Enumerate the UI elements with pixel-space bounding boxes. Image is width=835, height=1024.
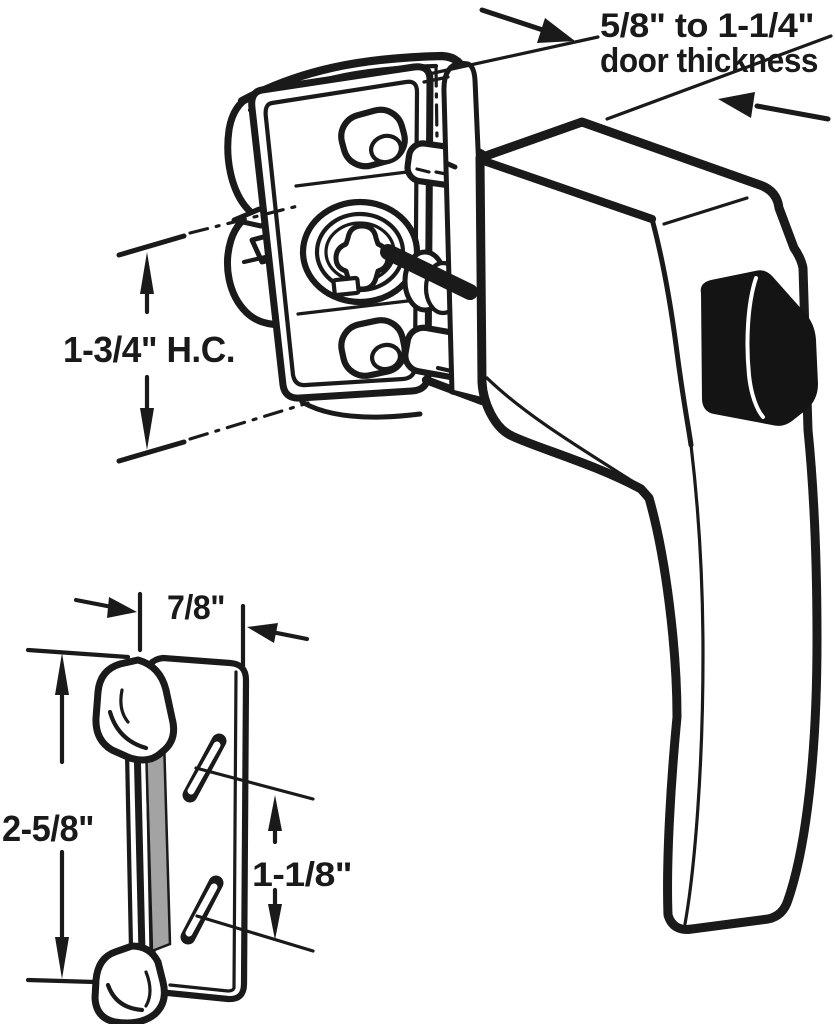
handle-bottom-lip — [485, 376, 642, 488]
push-button-face — [700, 270, 818, 426]
height-arrow-down — [55, 937, 69, 979]
width-arrowhead-right — [247, 623, 278, 643]
keeper-height-label: 2-5/8" — [2, 808, 94, 849]
handle-arm-crease — [683, 443, 705, 926]
screw-centerline — [434, 64, 439, 142]
spacing-arrow-up — [268, 795, 282, 831]
hc-centerline-top — [188, 203, 304, 235]
keeper-loop — [91, 656, 178, 1024]
slot-bottom-hole — [185, 883, 218, 937]
push-button-crease — [745, 276, 765, 419]
plate-inner-face — [263, 79, 420, 388]
keeper-top-bulb-arc2 — [119, 688, 130, 724]
slot-top-hole — [187, 741, 221, 795]
handle-front-top-crease — [476, 155, 657, 224]
keeper-top-bulb — [92, 656, 178, 764]
dim-door-thickness: 5/8" to 1-1/4" door thickness — [427, 7, 833, 122]
spacing-leader-top — [194, 766, 315, 801]
screw-post-bottom — [338, 317, 408, 379]
keeper-channel-mid — [133, 738, 146, 957]
hc-arrow-down — [140, 408, 154, 450]
hc-tick-bottom — [116, 439, 187, 464]
plate-divider-bottom — [296, 298, 418, 316]
strike-slots — [180, 733, 227, 945]
post-bottom-bore — [369, 342, 403, 372]
arrow-shaft-left — [479, 7, 555, 36]
door-thickness-label-line2: door thickness — [600, 42, 818, 80]
dim-hole-centers: 1-3/4" H.C. — [63, 64, 450, 464]
keeper-channel-left — [124, 749, 134, 951]
door-thickness-label-line1: 5/8" to 1-1/4" — [600, 7, 814, 45]
screw-centerline-tick — [422, 75, 450, 84]
case-bottom-edge — [299, 399, 423, 420]
dim-strike-width: 7/8" — [73, 589, 310, 673]
strike-plate — [91, 654, 250, 1024]
keeper-bottom-bulb-arc — [105, 982, 145, 1013]
height-ext-bottom — [25, 977, 98, 985]
width-arrow-shaft-left — [73, 597, 115, 610]
dim-slot-spacing: 1-1/8" — [194, 766, 353, 953]
handle-front-right-crease — [649, 216, 694, 448]
keeper-width-label: 7/8" — [167, 589, 225, 627]
plate-divider-top — [294, 169, 417, 188]
push-button — [700, 270, 818, 426]
arrowhead-right — [718, 92, 755, 118]
ext-line-handle — [605, 34, 833, 121]
strike-plate-thickness-edge — [168, 670, 238, 993]
keyed-hub — [299, 198, 421, 306]
arrowhead-left — [537, 18, 575, 43]
base-column-dash — [443, 160, 458, 170]
keeper-top-bulb-arc — [107, 709, 149, 751]
screw-post-top — [338, 106, 408, 170]
hole-centers-label: 1-3/4" H.C. — [63, 329, 235, 370]
slot-spacing-label: 1-1/8" — [252, 856, 352, 894]
keeper-bottom-bulb — [91, 942, 168, 1024]
spacing-leader-bottom — [195, 914, 315, 953]
hc-tick-top — [116, 233, 187, 258]
ext-line-plate — [427, 35, 600, 76]
hc-centerline-bottom — [188, 401, 310, 441]
post-top-bore — [369, 133, 403, 165]
handle-body — [475, 117, 822, 934]
handle-arm-inner-edge — [650, 500, 678, 714]
escutcheon-plate — [248, 63, 434, 420]
handle-top-accent — [662, 196, 749, 226]
height-arrow-up — [55, 653, 69, 695]
height-ext-top — [25, 647, 131, 660]
hub-tab — [331, 275, 361, 298]
hc-arrow-up — [140, 252, 154, 294]
width-arrow-shaft-right — [269, 629, 310, 642]
dim-strike-height: 2-5/8" — [2, 647, 131, 985]
handle-silhouette — [475, 117, 822, 934]
width-arrowhead-left — [107, 597, 137, 618]
spindle-shaft — [380, 244, 478, 300]
spacing-arrow-down — [268, 904, 282, 940]
arrow-shaft-right — [754, 103, 831, 122]
keeper-bottom-bulb-arc2 — [144, 970, 152, 1008]
